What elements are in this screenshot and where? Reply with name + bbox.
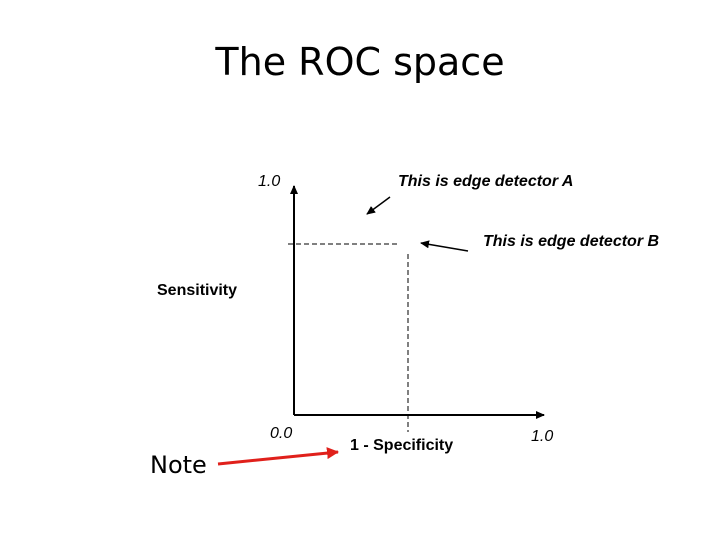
page-title: The ROC space — [215, 40, 505, 84]
x-axis-max-label: 1.0 — [531, 428, 554, 445]
detector-b-arrow — [420, 240, 469, 252]
detector-b-label: This is edge detector B — [483, 233, 660, 250]
note-label: Note — [150, 451, 207, 479]
note-arrow — [217, 447, 339, 466]
y-axis-max-label: 1.0 — [258, 173, 281, 190]
x-axis-min-label: 0.0 — [270, 425, 293, 442]
y-axis-label: Sensitivity — [157, 282, 238, 299]
detector-a-label: This is edge detector A — [398, 173, 574, 190]
x-axis-label: 1 - Specificity — [350, 437, 454, 454]
detector-a-arrow — [366, 196, 391, 215]
